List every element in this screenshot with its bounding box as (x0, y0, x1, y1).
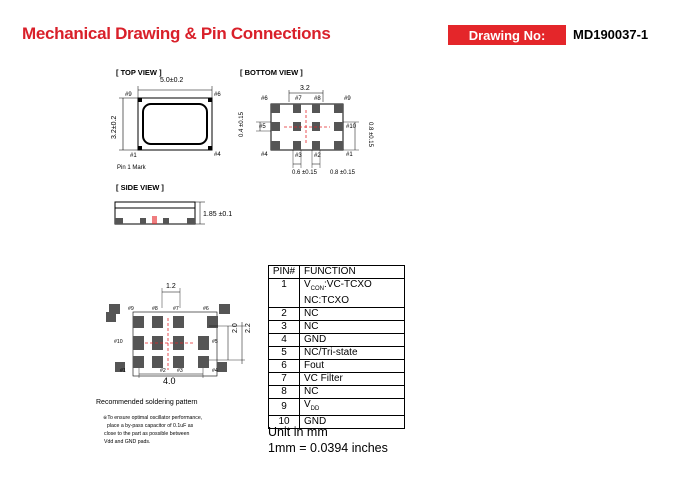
bottom-pin9: #9 (344, 96, 351, 102)
solder-pin9: #9 (128, 306, 134, 312)
bottom-dim-top: 3.2 (300, 85, 310, 92)
units-line-2: 1mm = 0.0394 inches (268, 441, 388, 455)
pin-cell: 3 (268, 320, 300, 334)
table-row: 3 NC (268, 320, 405, 334)
pin-cell: 7 (268, 372, 300, 386)
solder-pin5: #5 (212, 339, 218, 345)
table-row: 1 VCON:VC-TCXO (268, 278, 405, 308)
note-line-1: ※To ensure optimal oscillator performanc… (103, 415, 203, 421)
bottom-dim-a: 0.6 ±0.15 (292, 170, 317, 176)
bottom-view-drawing (256, 90, 359, 168)
function-cell: NC (299, 307, 405, 321)
table-row: 10 GND (268, 415, 405, 429)
solder-dim-bottom: 4.0 (163, 376, 176, 386)
table-row: 6 Fout (268, 359, 405, 373)
top-view-label: [ TOP VIEW ] (116, 68, 162, 77)
bottom-pin1: #1 (346, 152, 353, 158)
pin-cell: 9 (268, 398, 300, 416)
solder-pin2: #2 (160, 368, 166, 374)
top-width-dim: 5.0±0.2 (160, 77, 184, 84)
pin1-mark-label: Pin 1 Mark (117, 165, 146, 171)
function-cell: NC:TCXO (299, 295, 405, 308)
bottom-pin7: #7 (295, 96, 302, 102)
solder-pin7: #7 (173, 306, 179, 312)
bottom-dim-right: 0.8 ±0.15 (367, 122, 373, 147)
table-row: 7 VC Filter (268, 372, 405, 386)
table-row: 5 NC/Tri-state (268, 346, 405, 360)
header-function: FUNCTION (299, 265, 405, 279)
pin-cell: 2 (268, 307, 300, 321)
table-header-row: PIN# FUNCTION (268, 265, 405, 279)
function-cell: GND (299, 415, 405, 429)
pin-cell: 8 (268, 385, 300, 399)
solder-pin8: #8 (152, 306, 158, 312)
solder-pin6: #6 (203, 306, 209, 312)
bottom-dim-b: 0.8 ±0.15 (330, 170, 355, 176)
note-line-3: close to the part as possible between (104, 431, 190, 437)
table-row: 4 GND (268, 333, 405, 347)
function-cell: NC (299, 320, 405, 334)
bypass-capacitor-note: ※To ensure optimal oscillator performanc… (103, 414, 223, 446)
top-height-dim: 3.2±0.2 (111, 115, 118, 139)
function-cell: VC Filter (299, 372, 405, 386)
units-line-1: Unit in mm (268, 425, 328, 439)
drawing-number-label: Drawing No: (448, 25, 566, 45)
function-vcon: VCON:VC-TCXO (304, 279, 372, 292)
bottom-pin3: #3 (295, 153, 302, 159)
pin-cell: 4 (268, 333, 300, 347)
function-cell: VDD (299, 398, 405, 416)
side-view-label: [ SIDE VIEW ] (116, 183, 164, 192)
drawing-number: MD190037-1 (573, 27, 649, 42)
table-row: 8 NC (268, 385, 405, 399)
function-cell: GND (299, 333, 405, 347)
units-note: Unit in mm 1mm = 0.0394 inches (268, 424, 388, 456)
function-cell: VCON:VC-TCXO (299, 278, 405, 295)
header-pin: PIN# (268, 265, 300, 279)
solder-pin3: #3 (177, 368, 183, 374)
pin-function-table: PIN# FUNCTION 1 VCON:VC-TCXO NC:TCXO 2 N… (268, 265, 405, 429)
solder-dim-right-b: 2.2 (245, 323, 252, 333)
table-row: 2 NC (268, 307, 405, 321)
function-cell: NC/Tri-state (299, 346, 405, 360)
top-pin1: #1 (130, 153, 137, 159)
pin-cell: 6 (268, 359, 300, 373)
top-pin4: #4 (214, 152, 221, 158)
top-view-drawing (119, 86, 213, 151)
solder-dim-right-a: 2.0 (232, 323, 239, 333)
pin-cell: 1 (268, 278, 300, 308)
solder-dim-top: 1.2 (166, 283, 176, 290)
function-vdd: VDD (304, 399, 320, 412)
bottom-pin10: #10 (346, 124, 357, 130)
bottom-dim-left: 0.4 ±0.15 (239, 112, 245, 137)
bottom-pin5: #5 (259, 124, 266, 130)
note-line-2: place a by-pass capacitor of 0.1uF as (107, 423, 194, 429)
function-cell: Fout (299, 359, 405, 373)
page-title: Mechanical Drawing & Pin Connections (22, 24, 331, 43)
bottom-pin4: #4 (261, 152, 268, 158)
bottom-pin8: #8 (314, 96, 321, 102)
bottom-pin2: #2 (314, 153, 321, 159)
solder-pin10: #10 (114, 339, 123, 345)
bottom-pin6: #6 (261, 96, 268, 102)
solder-pattern-caption: Recommended soldering pattern (96, 399, 198, 406)
side-height-dim: 1.85 ±0.1 (203, 211, 233, 218)
top-pin6: #6 (214, 92, 221, 98)
solder-pin1: #1 (120, 368, 126, 374)
solder-pin4: #4 (212, 368, 218, 374)
function-cell: NC (299, 385, 405, 399)
solder-pattern-drawing (106, 288, 245, 378)
top-pin9: #9 (125, 92, 132, 98)
pin-cell: 5 (268, 346, 300, 360)
note-line-4: Vdd and GND pads. (104, 439, 151, 445)
side-view-drawing (114, 201, 205, 225)
table-row: 9 VDD (268, 398, 405, 416)
bottom-view-label: [ BOTTOM VIEW ] (240, 68, 303, 77)
